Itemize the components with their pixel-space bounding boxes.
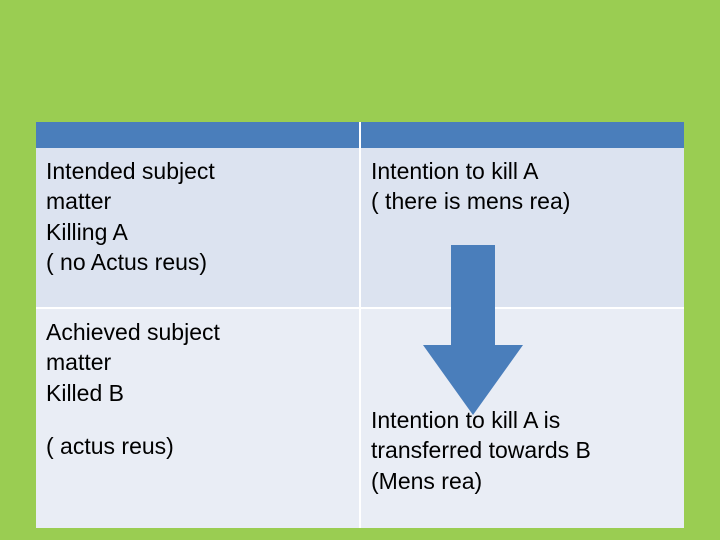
table-row: Achieved subject matter Killed B ( actus…: [36, 308, 684, 528]
cell-line: Intention to kill A: [371, 158, 539, 184]
cell-transferred-malice: Intention to kill A is transferred towar…: [360, 308, 684, 528]
cell-blank-line: [46, 408, 349, 431]
cell-intention-to-kill-a: Intention to kill A ( there is mens rea): [360, 148, 684, 309]
cell-line: matter: [46, 188, 112, 215]
cell-line: transferred towards B: [371, 437, 591, 464]
cell-line: Achieved subject: [46, 319, 220, 345]
cell-line: ( no Actus reus): [46, 249, 208, 276]
cell-intended-subject-matter: Intended subject matter Killing A ( no A…: [36, 148, 361, 309]
table-header-row: [36, 122, 684, 148]
cell-line: (Mens rea): [371, 467, 483, 494]
cell-line: Killing A: [46, 218, 128, 245]
cell-line: Intended subject: [46, 158, 215, 184]
cell-line: ( actus reus): [46, 433, 174, 460]
table-row: Intended subject matter Killing A ( no A…: [36, 148, 684, 309]
cell-line: matter: [46, 349, 112, 376]
cell-line: ( there is mens rea): [371, 188, 571, 215]
cell-achieved-subject-matter: Achieved subject matter Killed B ( actus…: [36, 308, 361, 528]
table-header-cell-left: [36, 122, 361, 148]
content-table: Intended subject matter Killing A ( no A…: [36, 122, 684, 528]
table-header-cell-right: [360, 122, 684, 148]
cell-line: Killed B: [46, 379, 124, 406]
cell-line: Intention to kill A is: [371, 407, 561, 433]
cell-text-block: Intention to kill A is transferred towar…: [371, 405, 674, 496]
content-table-wrapper: Intended subject matter Killing A ( no A…: [36, 122, 684, 528]
